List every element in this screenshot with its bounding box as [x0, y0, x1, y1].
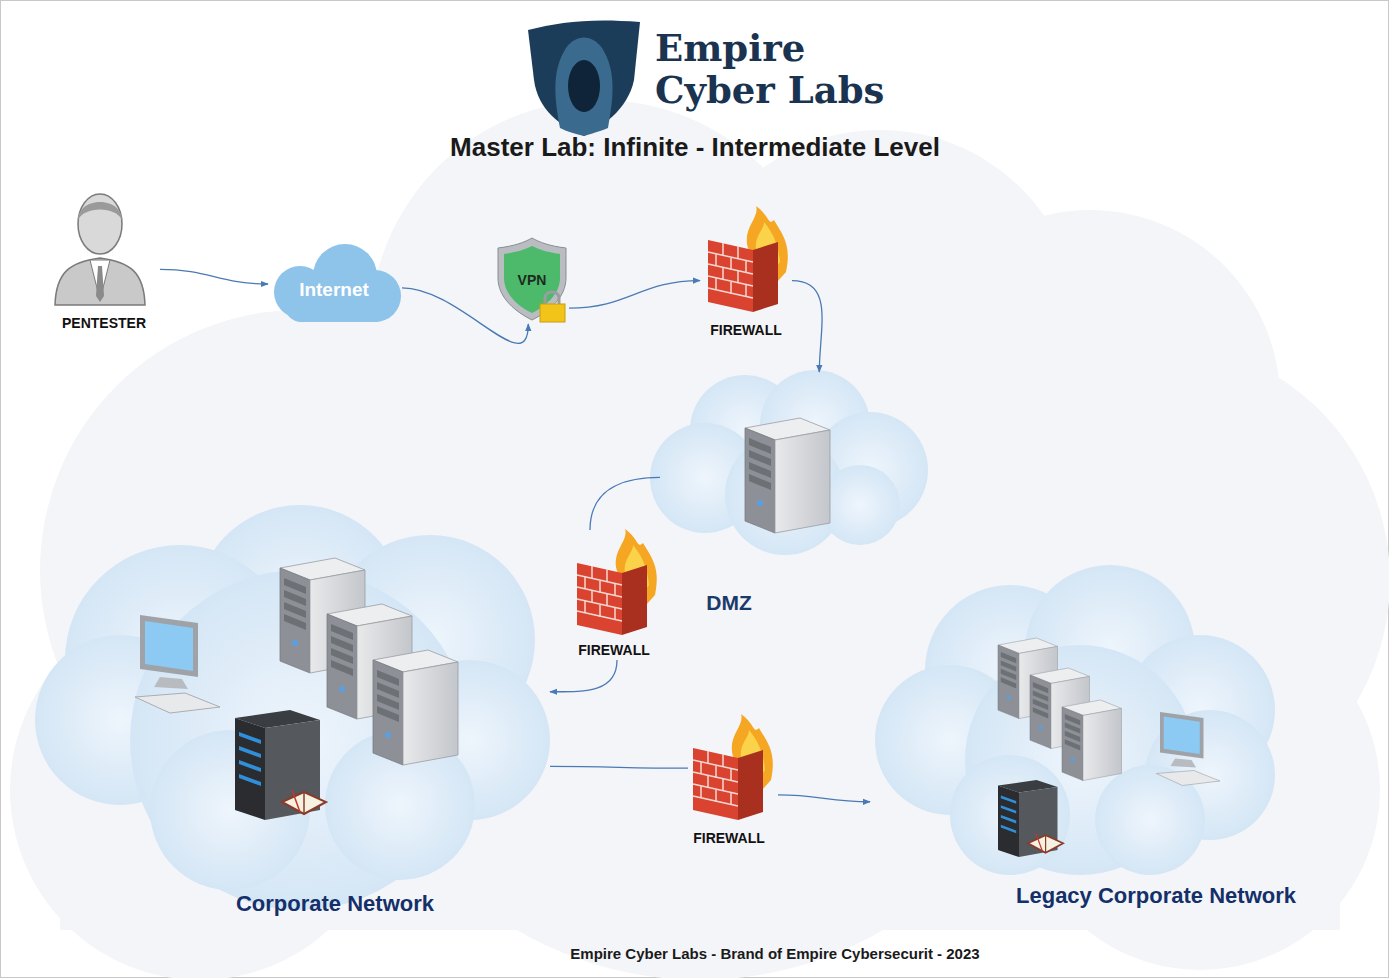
vpn-node: VPN: [495, 236, 569, 324]
connector: [160, 269, 268, 284]
node-label: Legacy Corporate Network: [1016, 883, 1296, 909]
connector: [550, 766, 688, 768]
node-label: FIREWALL: [710, 322, 782, 338]
node-label: VPN: [518, 272, 547, 288]
firewall-node: FIREWALL: [700, 208, 792, 340]
legacy-cloud: [875, 565, 1275, 875]
monitor-icon: [135, 615, 220, 713]
cloud-node: Internet: [268, 245, 402, 323]
node-label: PENTESTER: [62, 315, 146, 331]
diagram-caption: Empire Cyber Labs - Brand of Empire Cybe…: [570, 945, 979, 962]
node-label: Internet: [299, 279, 369, 301]
connector: [590, 477, 660, 530]
zone-node: Legacy Corporate Network: [870, 580, 1318, 911]
server-icon: [745, 418, 830, 533]
server-icon: [1062, 700, 1122, 781]
book-icon: [282, 790, 326, 814]
server-icon: [373, 650, 458, 765]
zone-node: Corporate Network: [40, 505, 550, 920]
connector: [569, 281, 700, 309]
logo-shield: [528, 20, 640, 136]
monitor-icon: [1156, 712, 1220, 786]
big-cloud: [10, 100, 1389, 978]
connector: [550, 660, 617, 692]
connector: [792, 281, 822, 372]
actor-node: PENTESTER: [50, 188, 160, 336]
logo-text: Empire: [655, 26, 805, 70]
corporate-cloud: [35, 505, 550, 910]
dmz-cloud: [650, 370, 928, 555]
firewall-node: FIREWALL: [572, 530, 662, 660]
connector: [778, 795, 870, 802]
firewall-icon: [577, 529, 657, 635]
pentester-icon: [55, 194, 145, 305]
connector: [402, 288, 528, 343]
zone-node: DMZ: [660, 372, 930, 617]
node-label: Corporate Network: [236, 891, 434, 917]
firewall-icon: [693, 714, 773, 820]
internet-cloud: [274, 244, 401, 322]
node-label: FIREWALL: [693, 830, 765, 846]
firewall-node: FIREWALL: [688, 715, 778, 848]
node-label: DMZ: [706, 591, 752, 615]
node-label: FIREWALL: [578, 642, 650, 658]
vpn-shield: [498, 238, 566, 322]
firewall-icon: [708, 206, 788, 312]
logo-text: Cyber Labs: [655, 68, 884, 112]
book-icon: [1028, 834, 1063, 853]
diagram-title: Master Lab: Infinite - Intermediate Leve…: [450, 132, 940, 163]
